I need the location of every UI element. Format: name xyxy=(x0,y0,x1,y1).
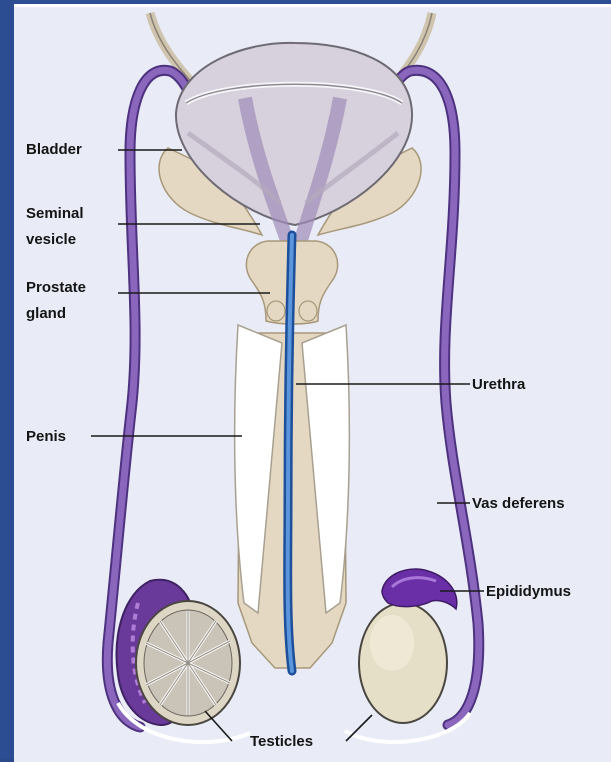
label-bladder: Bladder xyxy=(26,140,82,159)
label-urethra: Urethra xyxy=(472,375,525,394)
label-penis: Penis xyxy=(26,427,66,446)
urethra xyxy=(288,235,292,671)
label-testicles: Testicles xyxy=(250,732,313,751)
label-epididymus: Epididymus xyxy=(486,582,571,601)
label-prostate-line2: gland xyxy=(26,304,66,323)
label-seminal-vesicle-line1: Seminal xyxy=(26,204,84,223)
label-vas-deferens: Vas deferens xyxy=(472,494,565,513)
label-prostate-line1: Prostate xyxy=(26,278,86,297)
left-testicle xyxy=(117,580,240,725)
right-testicle xyxy=(359,569,457,723)
label-seminal-vesicle-line2: vesicle xyxy=(26,230,76,249)
diagram-panel: Bladder Seminal vesicle Prostate gland P… xyxy=(14,4,611,762)
